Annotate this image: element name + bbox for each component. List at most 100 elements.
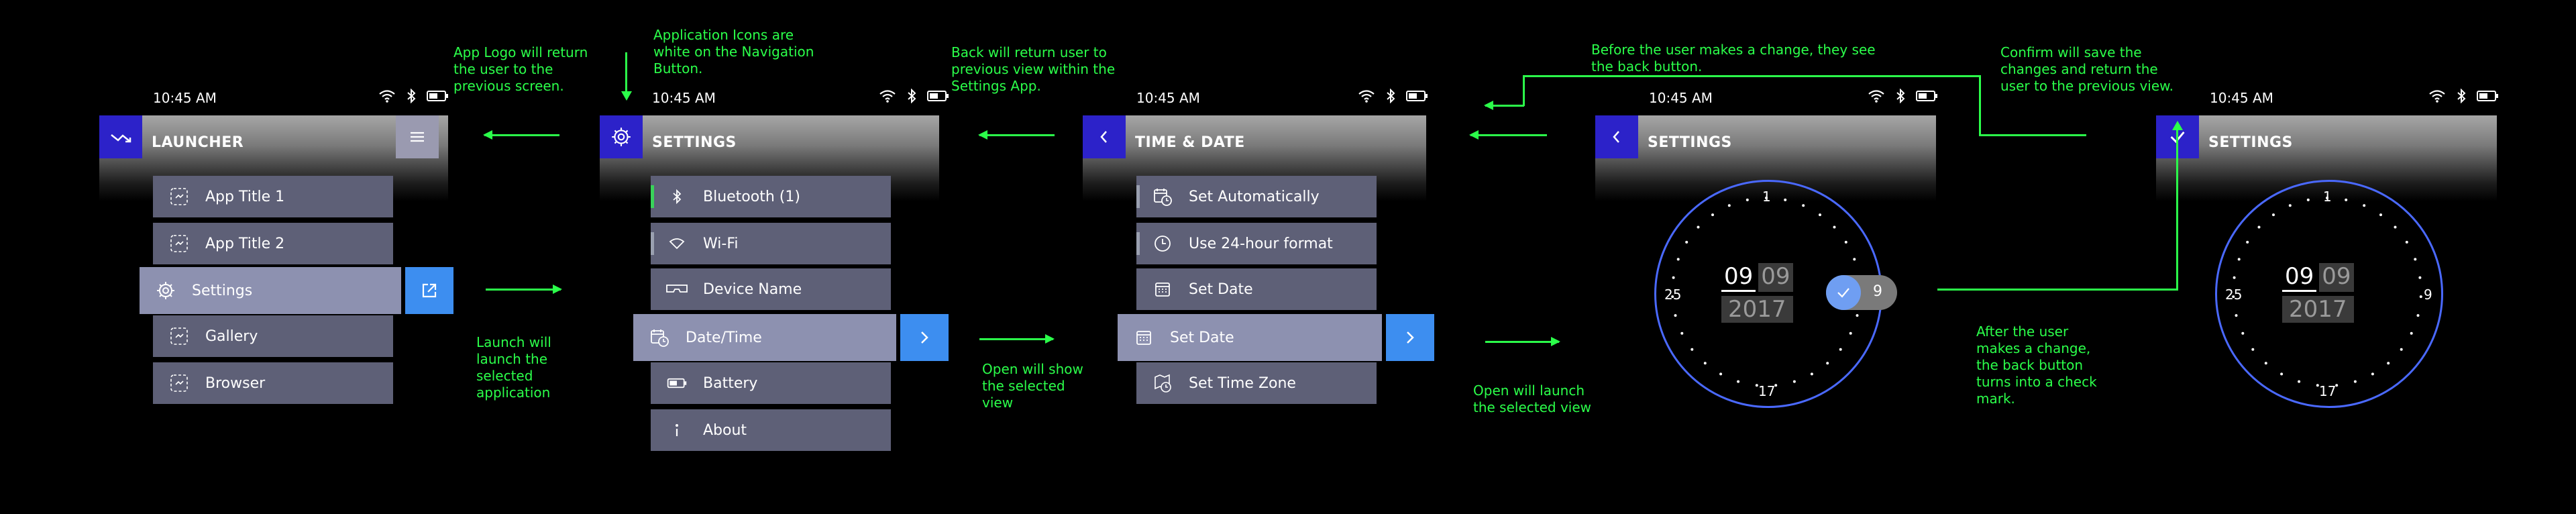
dial-tick bbox=[2232, 295, 2235, 299]
status-time: 10:45 AM bbox=[153, 90, 217, 106]
dial-tick bbox=[1711, 213, 1714, 217]
calendar-icon bbox=[1136, 280, 1189, 298]
date-picker[interactable]: 09 09 2017 bbox=[2282, 263, 2354, 323]
list-item-battery[interactable]: Battery bbox=[651, 362, 891, 404]
list-item-about[interactable]: About bbox=[651, 409, 891, 451]
annotation-open-launch: Open will launch the selected view bbox=[1473, 382, 1592, 415]
open-button[interactable] bbox=[900, 314, 949, 361]
dial-tick bbox=[1802, 204, 1805, 207]
battery-icon bbox=[1916, 91, 1937, 101]
dial-label-top: 1 bbox=[2323, 189, 2332, 205]
menu-button[interactable] bbox=[396, 115, 439, 158]
dial-tick bbox=[2251, 348, 2255, 351]
bluetooth-icon bbox=[651, 189, 703, 204]
dial-tick bbox=[2288, 204, 2292, 207]
list-item-set-time-zone[interactable]: Set Time Zone bbox=[1136, 362, 1377, 404]
date-dial[interactable]: 1 25 9 17 bbox=[2215, 180, 2443, 408]
bluetooth-icon bbox=[908, 89, 916, 103]
calendar-clock-icon bbox=[1136, 187, 1189, 207]
value-toggle[interactable]: 9 bbox=[1826, 275, 1897, 310]
list-item-date-time[interactable]: Date/Time bbox=[633, 314, 896, 361]
dial-tick bbox=[1674, 314, 1677, 317]
item-label: Set Automatically bbox=[1189, 188, 1320, 205]
launch-icon bbox=[422, 283, 437, 298]
status-bar: 10:45 AM bbox=[99, 81, 448, 118]
list-item-set-date[interactable]: Set Date bbox=[1136, 268, 1377, 310]
arrow-left bbox=[978, 130, 1055, 140]
dial-tick bbox=[1849, 331, 1852, 335]
dial-tick bbox=[2326, 197, 2328, 199]
item-label: Set Date bbox=[1189, 280, 1253, 298]
set-date-screen: 10:45 AM SETTINGS 1 25 17 09 09 2017 9 bbox=[1595, 81, 1937, 456]
app-placeholder-icon bbox=[153, 234, 205, 253]
wifi-icon bbox=[1358, 90, 1375, 103]
hour-value[interactable]: 09 bbox=[1721, 263, 1756, 292]
status-time: 10:45 AM bbox=[652, 90, 716, 106]
date-picker[interactable]: 09 09 2017 bbox=[1721, 263, 1793, 323]
open-button[interactable] bbox=[1386, 314, 1434, 361]
dial-label-top: 1 bbox=[1762, 189, 1771, 205]
minute-value[interactable]: 09 bbox=[1758, 263, 1793, 292]
back-button[interactable] bbox=[1595, 115, 1638, 158]
page-title: TIME & DATE bbox=[1135, 134, 1245, 151]
year-value[interactable]: 2017 bbox=[2282, 296, 2354, 323]
page-title: SETTINGS bbox=[2208, 134, 2293, 151]
page-title: SETTINGS bbox=[1648, 134, 1732, 151]
list-item-app-title-1[interactable]: App Title 1 bbox=[153, 176, 393, 217]
status-bar: 10:45 AM bbox=[1595, 81, 1937, 118]
arrow-right bbox=[486, 285, 562, 294]
list-item-app-title-2[interactable]: App Title 2 bbox=[153, 223, 393, 264]
list-item-set-date-selected[interactable]: Set Date bbox=[1118, 314, 1382, 361]
dial-tick bbox=[1844, 240, 1847, 244]
page-title: SETTINGS bbox=[652, 134, 737, 151]
dial-tick bbox=[2418, 276, 2422, 279]
app-logo-icon bbox=[111, 134, 131, 143]
bluetooth-icon bbox=[1896, 89, 1905, 103]
settings-nav-button[interactable] bbox=[600, 115, 643, 158]
wifi-icon bbox=[651, 238, 703, 250]
wifi-icon bbox=[879, 90, 896, 103]
dial-tick bbox=[2387, 362, 2390, 365]
status-time: 10:45 AM bbox=[1136, 90, 1200, 106]
dial-tick bbox=[2410, 331, 2413, 335]
item-label: Settings bbox=[192, 282, 253, 299]
hamburger-menu-icon bbox=[411, 132, 424, 142]
list-item-browser[interactable]: Browser bbox=[153, 362, 393, 404]
list-item-wifi[interactable]: Wi-Fi bbox=[651, 223, 891, 264]
date-time-icon bbox=[633, 327, 686, 348]
list-item-use-24-hour-format[interactable]: Use 24-hour format bbox=[1136, 223, 1377, 264]
bluetooth-icon bbox=[2457, 89, 2466, 103]
list-item-settings[interactable]: Settings bbox=[140, 267, 401, 314]
dial-tick bbox=[2272, 213, 2275, 217]
check-icon bbox=[2170, 132, 2185, 144]
gear-icon bbox=[612, 127, 631, 146]
hour-value[interactable]: 09 bbox=[2282, 263, 2317, 292]
annotation-before-change: Before the user makes a change, they see… bbox=[1591, 42, 1876, 74]
launch-button[interactable] bbox=[405, 267, 453, 314]
list-item-bluetooth[interactable]: Bluetooth (1) bbox=[651, 176, 891, 217]
dial-tick bbox=[2316, 384, 2319, 387]
item-label: Wi-Fi bbox=[703, 235, 739, 252]
status-bar: 10:45 AM bbox=[600, 81, 949, 118]
toggle-knob[interactable] bbox=[1826, 275, 1861, 310]
item-label: Use 24-hour format bbox=[1189, 235, 1333, 252]
item-label: Bluetooth (1) bbox=[703, 188, 800, 205]
settings-screen: 10:45 AM SETTINGS Bluetooth (1) Wi-Fi De… bbox=[600, 81, 949, 456]
annotation-after-change: After the user makes a change, the back … bbox=[1976, 323, 2097, 407]
annotation-back-return: Back will return user to previous view w… bbox=[951, 44, 1116, 94]
status-time: 10:45 AM bbox=[1649, 90, 1713, 106]
dial-tick bbox=[1853, 258, 1856, 261]
back-button[interactable] bbox=[1083, 115, 1126, 158]
dial-tick bbox=[1765, 197, 1768, 199]
item-label: App Title 2 bbox=[205, 235, 285, 252]
list-item-set-automatically[interactable]: Set Automatically bbox=[1136, 176, 1377, 217]
app-logo-button[interactable] bbox=[99, 115, 142, 158]
dial-tick bbox=[1826, 362, 1829, 365]
list-item-device-name[interactable]: Device Name bbox=[651, 268, 891, 310]
year-value[interactable]: 2017 bbox=[1721, 296, 1793, 323]
arrow-down-head bbox=[621, 91, 632, 101]
list-item-gallery[interactable]: Gallery bbox=[153, 315, 393, 357]
status-icons bbox=[1868, 89, 1937, 103]
annotation-launch: Launch will launch the selected applicat… bbox=[476, 334, 551, 401]
minute-value[interactable]: 09 bbox=[2319, 263, 2354, 292]
